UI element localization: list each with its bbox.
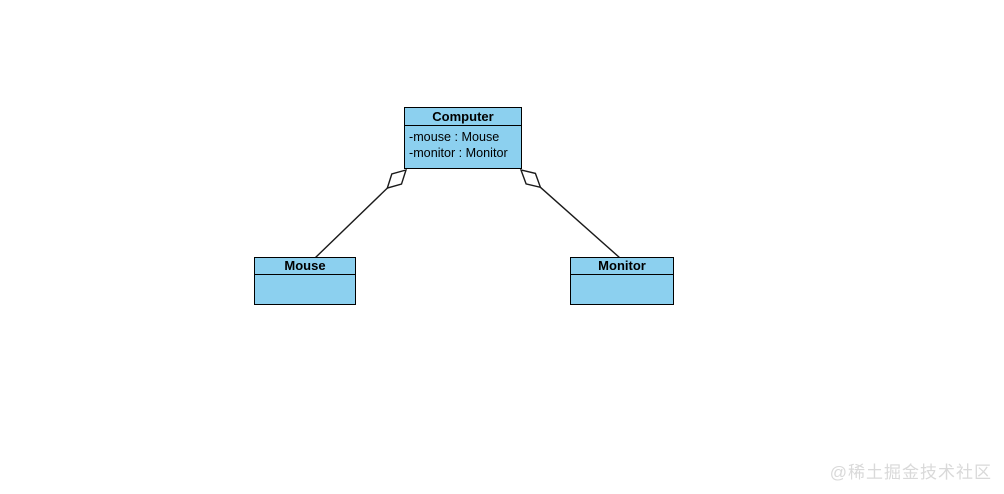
- attribute-mouse: -mouse : Mouse: [409, 130, 500, 144]
- class-node-mouse: Mouse: [254, 257, 356, 305]
- watermark-text: @稀土掘金技术社区: [829, 463, 992, 482]
- attribute-monitor: -monitor : Monitor: [409, 146, 508, 160]
- class-node-computer: Computer -mouse : Mouse -monitor : Monit…: [404, 107, 522, 169]
- class-attributes: [571, 275, 673, 278]
- class-attributes: -mouse : Mouse -monitor : Monitor: [405, 126, 521, 161]
- edge-line-mouse: [314, 187, 388, 259]
- class-node-monitor: Monitor: [570, 257, 674, 305]
- aggregation-diamond-mouse: [386, 168, 408, 190]
- class-attributes: [255, 275, 355, 278]
- class-title: Computer: [405, 108, 521, 126]
- edge-line-monitor: [539, 186, 621, 259]
- aggregation-edge-computer-mouse: [314, 168, 408, 259]
- aggregation-edge-computer-monitor: [519, 169, 621, 259]
- class-title: Monitor: [571, 258, 673, 275]
- aggregation-diamond-monitor: [519, 169, 542, 189]
- class-title: Mouse: [255, 258, 355, 275]
